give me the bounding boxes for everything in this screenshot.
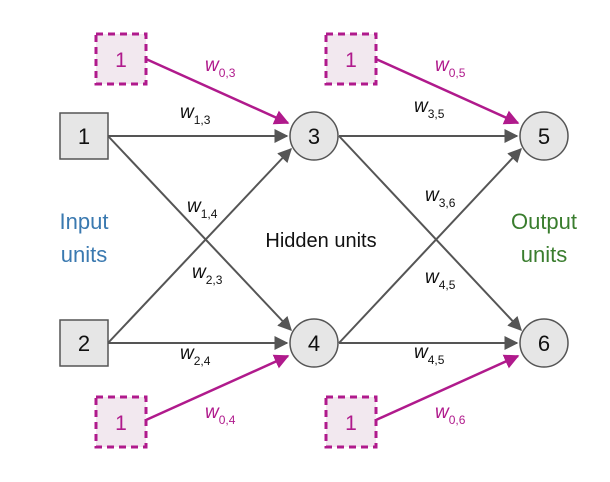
weight-label-w36: w3,6 bbox=[425, 185, 456, 210]
weight-label-w03: w0,3 bbox=[205, 55, 236, 80]
bias-node-5-label: 1 bbox=[345, 49, 357, 72]
output-units-label-line2: units bbox=[521, 242, 567, 267]
bias-node-4: 1 bbox=[94, 395, 148, 449]
weight-label-w06: w0,6 bbox=[435, 402, 466, 427]
edge-2-3 bbox=[107, 147, 292, 344]
hidden-units-label: Hidden units bbox=[265, 230, 376, 252]
weight-label-w24: w2,4 bbox=[180, 343, 211, 368]
weight-label-w05: w0,5 bbox=[435, 55, 466, 80]
weight-label-w23: w2,3 bbox=[192, 262, 223, 287]
bias-edge-0-6 bbox=[375, 354, 520, 422]
output-node-6-label: 6 bbox=[538, 331, 550, 356]
input-units-label-line1: Input bbox=[60, 209, 109, 234]
hidden-node-3-label: 3 bbox=[308, 124, 320, 149]
output-node-6: 6 bbox=[519, 318, 569, 368]
hidden-node-3: 3 bbox=[289, 111, 339, 161]
weight-label-w13: w1,3 bbox=[180, 102, 211, 127]
bias-edge-0-3 bbox=[145, 57, 290, 125]
output-node-5-label: 5 bbox=[538, 124, 550, 149]
weight-label-w45-a: w4,5 bbox=[425, 267, 456, 292]
hidden-node-4-label: 4 bbox=[308, 331, 320, 356]
output-units-label-line1: Output bbox=[511, 209, 577, 234]
weight-label-w04: w0,4 bbox=[205, 402, 236, 427]
weight-label-w14: w1,4 bbox=[187, 196, 218, 221]
output-node-5: 5 bbox=[519, 111, 569, 161]
bias-node-4-label: 1 bbox=[115, 412, 127, 435]
bias-node-5: 1 bbox=[324, 32, 378, 86]
weight-label-w35: w3,5 bbox=[414, 96, 445, 121]
bias-node-3: 1 bbox=[94, 32, 148, 86]
edge-4-5 bbox=[338, 147, 522, 344]
input-node-2: 2 bbox=[59, 319, 109, 367]
bias-node-6: 1 bbox=[324, 395, 378, 449]
bias-node-3-label: 1 bbox=[115, 49, 127, 72]
input-units-label-line2: units bbox=[61, 242, 107, 267]
weight-label-w45-b: w4,5 bbox=[414, 342, 445, 367]
input-node-1-label: 1 bbox=[78, 124, 90, 149]
input-node-2-label: 2 bbox=[78, 331, 90, 356]
edge-3-6 bbox=[338, 135, 522, 332]
bias-node-6-label: 1 bbox=[345, 412, 357, 435]
bias-edge-0-5 bbox=[375, 57, 520, 125]
hidden-node-4: 4 bbox=[289, 318, 339, 368]
input-node-1: 1 bbox=[59, 112, 109, 160]
bias-edge-0-4 bbox=[145, 354, 290, 422]
edge-1-4 bbox=[107, 135, 292, 332]
